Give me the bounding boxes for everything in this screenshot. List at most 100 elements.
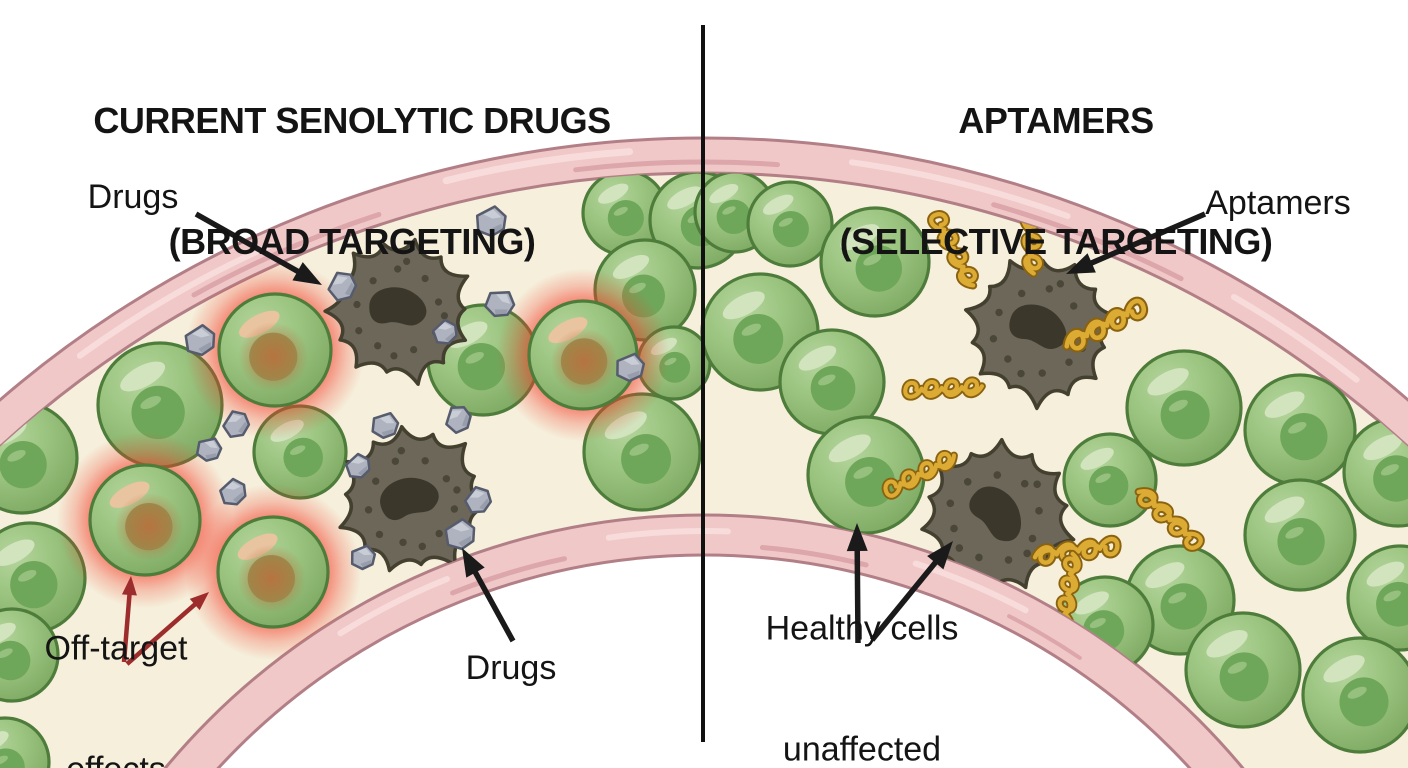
cell-nucleus bbox=[1277, 517, 1325, 566]
cell-highlight bbox=[237, 533, 278, 560]
off-target-damage bbox=[237, 544, 306, 613]
pointer-arrow bbox=[1066, 211, 1207, 274]
off-target-damage bbox=[114, 492, 183, 561]
cell-highlight bbox=[1147, 368, 1189, 396]
cell-highlight bbox=[763, 194, 794, 215]
off-target-arrow bbox=[121, 576, 137, 663]
off-target-cell bbox=[496, 268, 670, 442]
cell-highlight bbox=[1264, 391, 1305, 418]
aptamer-coil bbox=[901, 376, 986, 401]
cell-nucleus bbox=[283, 437, 323, 478]
cell-highlight bbox=[598, 183, 629, 204]
cell-nucleus bbox=[1219, 652, 1269, 702]
lumen-content bbox=[0, 173, 1408, 768]
label-off-target: Off-target effects bbox=[45, 549, 188, 768]
drug-particle bbox=[327, 271, 358, 302]
cell-nucleus bbox=[1160, 390, 1210, 440]
wall-streak bbox=[912, 560, 1029, 614]
cell-highlight bbox=[840, 224, 880, 251]
cell-highlight bbox=[0, 539, 35, 566]
cell-nucleus bbox=[0, 440, 47, 489]
cell-highlight bbox=[239, 310, 280, 338]
cell-highlight bbox=[1206, 630, 1248, 658]
drug-particle bbox=[444, 517, 476, 551]
wall-streak bbox=[76, 241, 275, 359]
cell-highlight bbox=[709, 183, 739, 204]
cell-highlight bbox=[1264, 496, 1305, 523]
wall-streak bbox=[337, 576, 450, 637]
wall-streak bbox=[1007, 614, 1082, 660]
cell-highlight bbox=[798, 345, 837, 371]
cell-nucleus bbox=[1376, 581, 1408, 627]
cell-highlight bbox=[0, 622, 16, 645]
cell-highlight bbox=[722, 291, 765, 320]
drug-particle bbox=[431, 318, 458, 345]
drug-particle bbox=[371, 411, 400, 440]
healthy-cell bbox=[746, 180, 834, 268]
wall-streak bbox=[191, 212, 382, 298]
label-off-target-line2: effects bbox=[45, 749, 188, 768]
cell-nucleus bbox=[845, 457, 895, 507]
healthy-cell bbox=[1301, 636, 1408, 754]
cell-nucleus bbox=[855, 245, 902, 292]
cell-nucleus bbox=[1088, 465, 1129, 506]
wall-streak bbox=[450, 556, 567, 596]
cell-nucleus bbox=[457, 342, 505, 391]
healthy-cell bbox=[778, 328, 886, 436]
drug-particle bbox=[219, 477, 247, 506]
title-left-line1: CURRENT SENOLYTIC DRUGS bbox=[93, 99, 611, 141]
vessel-wall-streaks bbox=[76, 148, 1360, 660]
drug-particle bbox=[475, 205, 507, 238]
label-drugs-top: Drugs bbox=[87, 177, 179, 216]
cell-highlight bbox=[548, 317, 588, 344]
off-target-cell bbox=[185, 260, 365, 440]
aptamer-coil bbox=[881, 449, 958, 500]
label-drugs-bottom: Drugs bbox=[465, 648, 557, 687]
cell-highlight bbox=[667, 186, 702, 210]
drug-particle bbox=[445, 406, 472, 435]
pointer-arrow bbox=[462, 548, 516, 643]
healthy-cell bbox=[1346, 544, 1408, 652]
drug-particle bbox=[464, 485, 493, 514]
cell-highlight bbox=[1363, 434, 1403, 461]
senescent-nucleus bbox=[369, 287, 427, 326]
healthy-cell bbox=[806, 415, 926, 535]
drug-particle bbox=[484, 291, 516, 318]
cell-nucleus bbox=[772, 210, 809, 248]
wall-streak bbox=[605, 528, 731, 541]
cell-highlight bbox=[1366, 561, 1405, 587]
aptamer-coil bbox=[1134, 487, 1205, 552]
cell-nucleus bbox=[0, 748, 25, 768]
aptamer-coil bbox=[1062, 296, 1149, 353]
cell-highlight bbox=[109, 481, 150, 508]
healthy-cell bbox=[1125, 349, 1243, 467]
off-target-cell bbox=[185, 484, 361, 660]
cell-highlight bbox=[1080, 447, 1114, 470]
cell-highlight bbox=[0, 731, 9, 753]
healthy-cell bbox=[819, 206, 931, 318]
drug-particle bbox=[184, 323, 216, 357]
pointer-arrow bbox=[194, 211, 322, 285]
title-left-line2: (BROAD TARGETING) bbox=[168, 220, 536, 262]
off-target-damage bbox=[238, 322, 309, 392]
title-left: CURRENT SENOLYTIC DRUGS (BROAD TARGETING… bbox=[0, 20, 704, 343]
senescent-cell bbox=[323, 237, 470, 386]
title-right: APTAMERS (SELECTIVE TARGETING) bbox=[704, 20, 1408, 343]
drug-particle bbox=[344, 452, 371, 479]
healthy-cell bbox=[1062, 432, 1158, 528]
cell-highlight bbox=[120, 361, 166, 392]
wall-streak bbox=[573, 159, 780, 173]
cell-nucleus bbox=[810, 365, 856, 411]
off-target-damage bbox=[550, 328, 618, 395]
cell-nucleus bbox=[131, 385, 185, 440]
drug-particle bbox=[616, 352, 646, 383]
drug-particle bbox=[195, 437, 223, 462]
wall-streak bbox=[1231, 294, 1360, 383]
senescent-nucleus bbox=[380, 477, 439, 521]
label-aptamers: Aptamers bbox=[1205, 183, 1351, 222]
wall-streak bbox=[848, 159, 1071, 220]
healthy-cell bbox=[1184, 611, 1302, 729]
cell-nucleus bbox=[733, 314, 784, 364]
aptamer-coil bbox=[1030, 534, 1122, 567]
wall-streak bbox=[991, 202, 1184, 282]
